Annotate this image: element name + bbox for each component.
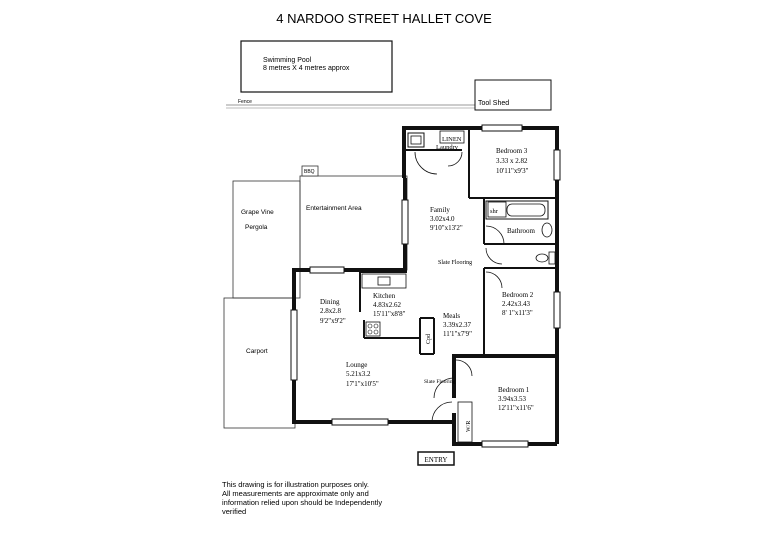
cooktop (365, 321, 381, 337)
burner-icon (373, 329, 379, 335)
kitchen-imperial: 15'11"x8'8" (373, 310, 406, 318)
family-imperial: 9'10"x13'2" (430, 224, 463, 232)
entry-label: ENTRY (425, 456, 448, 464)
bedroom1-metric: 3.94x3.53 (498, 395, 527, 403)
burner-icon (367, 329, 373, 335)
laundry-label: Laundry (436, 144, 459, 151)
pool-label: Swimming Pool (263, 57, 312, 64)
interior-walls (359, 128, 557, 382)
disclaimer-line-1: This drawing is for illustration purpose… (222, 480, 369, 489)
bbq (301, 165, 319, 177)
disclaimer-line-3: information relied upon should be Indepe… (222, 498, 382, 507)
meals-metric: 3.39x2.37 (443, 321, 472, 329)
pergola-area (232, 180, 301, 299)
laundry-tub (407, 132, 425, 148)
kitchen-metric: 4.83x2.62 (373, 301, 402, 309)
shower-label: shr (490, 208, 499, 215)
entry-box (417, 451, 455, 466)
bath-door-swing (485, 225, 505, 245)
family-name: Family (430, 206, 450, 214)
toilet (535, 253, 549, 263)
bedroom2-name: Bedroom 2 (502, 291, 534, 299)
meals-name: Meals (443, 312, 460, 320)
dining-imperial: 9'2"x9'2" (320, 317, 346, 325)
bed3-door-swing (447, 151, 463, 167)
entertainment-label: Entertainment Area (306, 205, 362, 212)
wir-label: W/R (466, 421, 472, 432)
laundry-tub-basin (410, 135, 422, 145)
burner-icon (367, 323, 373, 329)
carport (223, 297, 296, 429)
bed1-door-swing (455, 359, 473, 377)
dining-name: Dining (320, 298, 340, 306)
pergola-label: Pergola (245, 224, 268, 231)
bedroom3-metric: 3.33 x 2.82 (496, 157, 528, 165)
wc-door-swing (485, 247, 503, 265)
hall-door-swing (433, 377, 455, 399)
bedroom2-imperial: 8' 1"x11'3" (502, 309, 533, 317)
toilet-cistern (548, 251, 556, 265)
kitchen-bench (361, 273, 407, 289)
dining-metric: 2.8x2.8 (320, 307, 342, 315)
tool-shed-label: Tool Shed (478, 100, 509, 107)
linen-cupboard (439, 130, 465, 144)
linen-label: LINEN (442, 136, 462, 143)
bed2-door-swing (485, 271, 503, 289)
kitchen-name: Kitchen (373, 292, 396, 300)
grape-vine-label: Grape Vine (241, 209, 274, 216)
basin (541, 222, 553, 238)
bathroom-label: Bathroom (507, 227, 536, 235)
bedroom3-name: Bedroom 3 (496, 147, 528, 155)
bedroom1-name: Bedroom 1 (498, 386, 530, 394)
shower (487, 201, 507, 218)
windows (290, 124, 561, 448)
bedroom1-imperial: 12'11"x11'6" (498, 404, 534, 412)
laundry-door-swing (414, 151, 438, 175)
plan-title: 4 NARDOO STREET HALLET COVE (276, 11, 492, 26)
bathtub-basin (506, 203, 546, 217)
wardrobe (457, 401, 473, 443)
kitchen-sink (377, 276, 391, 286)
slate-flooring-lower: Slate Flooring (424, 379, 456, 385)
lounge-metric: 5.21x3.2 (346, 370, 371, 378)
entertainment-area (299, 175, 408, 271)
bedroom2-metric: 2.42x3.43 (502, 300, 531, 308)
lounge-name: Lounge (346, 361, 367, 369)
disclaimer-line-2: All measurements are approximate only an… (222, 489, 369, 498)
slate-flooring-upper: Slate Flooring (438, 260, 472, 266)
cpd-label: Cpd (426, 334, 432, 344)
fence-label: Fence (238, 99, 252, 105)
meals-imperial: 11'1"x7'9" (443, 330, 472, 338)
entry-door-swing (431, 401, 453, 423)
burner-icon (373, 323, 379, 329)
family-metric: 3.02x4.0 (430, 215, 455, 223)
carport-label: Carport (246, 348, 268, 355)
pool-size: 8 metres X 4 metres approx (263, 65, 350, 72)
bbq-label: BBQ (304, 169, 315, 175)
tool-shed (474, 79, 552, 111)
lounge-imperial: 17'1"x10'5" (346, 380, 379, 388)
disclaimer-line-4: verified (222, 507, 246, 516)
bedroom3-imperial: 10'11"x9'3" (496, 167, 529, 175)
swimming-pool (240, 40, 393, 93)
bathtub (485, 200, 549, 220)
